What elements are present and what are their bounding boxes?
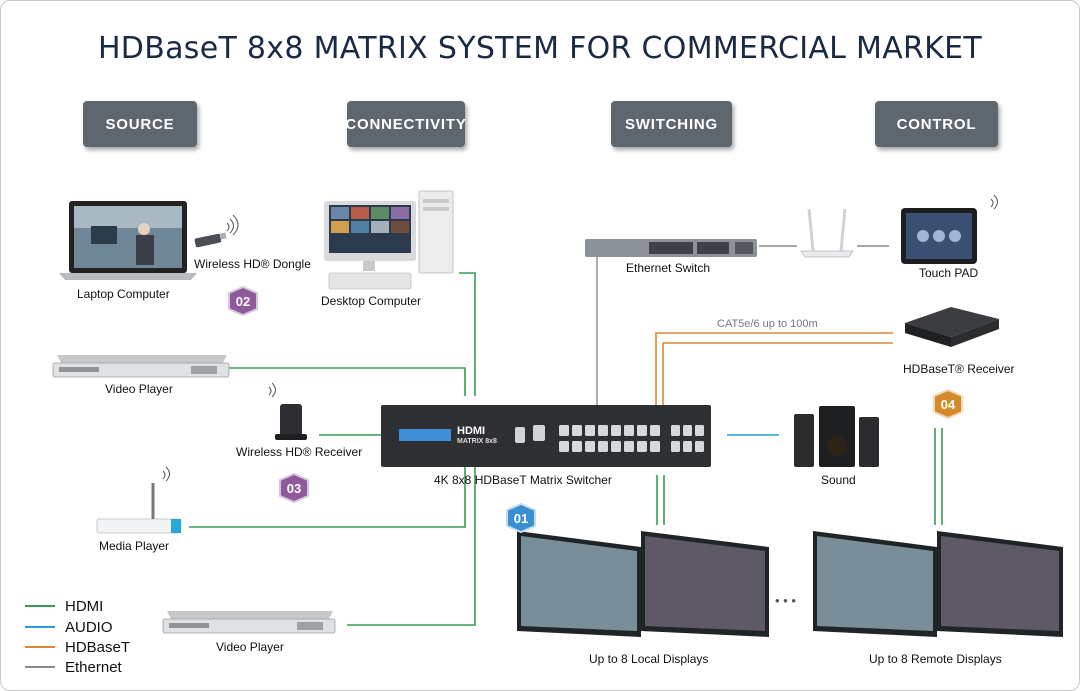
hdbaset-line-1 [655, 332, 893, 405]
badge-01: 01 [506, 502, 536, 534]
label-ethernet-switch: Ethernet Switch [626, 261, 711, 275]
category-switching: SWITCHING [611, 101, 732, 147]
badge-01-text: 01 [514, 511, 528, 526]
label-video-player-1: Video Player [105, 382, 173, 396]
page-title: HDBaseT 8x8 MATRIX SYSTEM FOR COMMERCIAL… [97, 31, 983, 66]
legend-swatch-ethernet [25, 666, 55, 668]
hdmi-line-desktop [459, 272, 476, 396]
legend-item-hdmi: HDMI [25, 596, 103, 616]
display-ellipsis: • • • [775, 593, 796, 608]
matrix-button [585, 441, 595, 452]
matrix-control-button [683, 425, 692, 436]
matrix-button [650, 441, 660, 452]
matrix-button [585, 425, 595, 436]
matrix-button [572, 441, 582, 452]
matrix-control-button [695, 425, 704, 436]
ethernet-lines [596, 245, 889, 405]
hdmi-line-video-player-1 [229, 367, 466, 396]
category-connectivity: CONNECTIVITY [345, 101, 466, 147]
label-local-displays: Up to 8 Local Displays [589, 652, 709, 666]
matrix-button [598, 441, 608, 452]
category-source: SOURCE [83, 101, 197, 147]
hdbaset-line-2 [662, 342, 893, 405]
matrix-control-button [671, 425, 680, 436]
matrix-button [559, 441, 569, 452]
legend-label-ethernet: Ethernet [65, 658, 122, 676]
matrix-button [650, 425, 660, 436]
label-video-player-2: Video Player [216, 640, 284, 654]
desktop-image [324, 190, 454, 290]
matrix-model: MATRIX 8x8 [457, 438, 497, 445]
label-hdbaset-receiver: HDBaseT® Receiver [903, 362, 1015, 376]
label-remote-displays: Up to 8 Remote Displays [869, 652, 1002, 666]
router-image [800, 208, 854, 258]
label-dongle: Wireless HD® Dongle [194, 257, 311, 271]
legend-swatch-hdbaset [25, 646, 55, 648]
matrix-button [637, 425, 647, 436]
cable-note: CAT5e/6 up to 100m [717, 318, 818, 330]
hdbaset-lines [655, 332, 893, 405]
legend-item-ethernet: Ethernet [25, 657, 122, 677]
legend-swatch-audio [25, 626, 55, 628]
legend-label-audio: AUDIO [65, 618, 113, 636]
matrix-control-button [683, 441, 692, 452]
matrix-button [611, 441, 621, 452]
badge-04-text: 04 [941, 397, 956, 412]
label-wireless-receiver: Wireless HD® Receiver [236, 445, 363, 459]
label-desktop: Desktop Computer [321, 294, 422, 308]
hdmi-lines [189, 272, 943, 626]
legend-item-hdbaset: HDBaseT [25, 637, 130, 657]
matrix-button [637, 441, 647, 452]
legend-item-audio: AUDIO [25, 617, 113, 637]
label-laptop: Laptop Computer [77, 287, 170, 301]
video-player-1-image [52, 355, 230, 378]
badge-04: 04 [933, 388, 963, 420]
matrix-button [598, 425, 608, 436]
label-media-player: Media Player [99, 539, 170, 553]
matrix-buttons [559, 425, 704, 452]
local-displays-image [517, 531, 769, 637]
matrix-button [559, 425, 569, 436]
badge-03: 03 [279, 472, 309, 504]
laptop-image [59, 201, 197, 280]
category-control: CONTROL [875, 101, 998, 147]
matrix-button [572, 425, 582, 436]
matrix-brand: HDMI [457, 425, 486, 437]
matrix-control-button [671, 441, 680, 452]
media-player-image [96, 466, 182, 534]
legend-label-hdbaset: HDBaseT [65, 638, 131, 656]
label-touch-pad: Touch PAD [919, 266, 979, 280]
touch-pad-image [901, 194, 998, 264]
legend-label-hdmi: HDMI [65, 597, 104, 615]
video-player-2-image [162, 611, 336, 634]
matrix-button [611, 425, 621, 436]
badge-03-text: 03 [287, 481, 301, 496]
hdmi-line-video-player-2 [347, 467, 476, 626]
matrix-switcher-image [381, 405, 711, 467]
badge-02-text: 02 [236, 294, 250, 309]
label-matrix-switcher: 4K 8x8 HDBaseT Matrix Switcher [434, 473, 612, 487]
badge-02: 02 [228, 285, 258, 317]
dongle-image [194, 214, 239, 248]
matrix-control-button [695, 441, 704, 452]
ethernet-switch-image [585, 239, 757, 257]
matrix-button [624, 425, 634, 436]
matrix-button [624, 441, 634, 452]
sound-image [794, 406, 879, 467]
hdmi-line-media-player [189, 467, 466, 528]
hdbaset-receiver-image [905, 307, 999, 347]
remote-displays-image [813, 531, 1063, 637]
legend-swatch-hdmi [25, 605, 55, 607]
wireless-receiver-image [268, 382, 307, 440]
label-sound: Sound [821, 473, 856, 487]
